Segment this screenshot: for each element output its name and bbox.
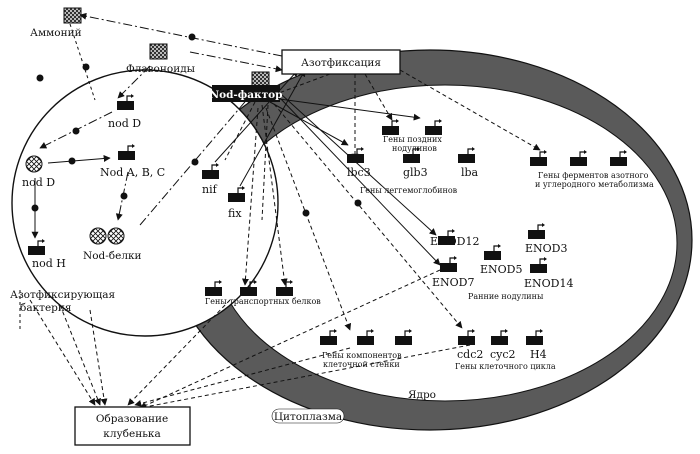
arrow-flavonoid-nodD (117, 65, 151, 99)
cdc2-label: cdc2 (457, 348, 483, 361)
lba-label: lba (461, 166, 479, 179)
enod12-label: ENOD12 (430, 235, 480, 248)
nod-protein-icon-1 (89, 227, 107, 245)
enod7-label: ENOD7 (432, 276, 475, 289)
nodH-gene-label: nod H (32, 257, 66, 270)
nif-gene-label: nif (202, 183, 218, 196)
nodABC-gene-label: Nod A, B, C (100, 166, 165, 179)
late-nodulins-label-1: Гены поздних (383, 135, 442, 144)
nod-factor-box: Nod-фактор (209, 85, 283, 102)
glb3-label: glb3 (403, 166, 428, 179)
cytoplasm-label: Цитоплазма (274, 411, 342, 423)
nitrogen-fixation-label: Азотфиксация (301, 57, 381, 69)
nodule-formation-box: Образование клубенька (74, 406, 191, 446)
cyc2-label: cyc2 (490, 348, 516, 361)
h4-label: H4 (530, 348, 547, 361)
cytoplasm-tag: Цитоплазма (271, 408, 345, 424)
transport-label: Гены транспортных белков (205, 297, 321, 306)
flavonoids-label: Флавоноиды (126, 63, 195, 75)
nod-proteins-label: Nod-белки (83, 250, 142, 262)
enod5-label: ENOD5 (480, 263, 523, 276)
flavonoid-molecule: Флавоноиды (126, 43, 195, 75)
ammonium-link (69, 23, 96, 101)
nodule-formation-label-2: клубенька (103, 428, 160, 440)
nodD-gene-label: nod D (108, 117, 141, 130)
enod14-label: ENOD14 (524, 277, 574, 290)
enzymes-label-2: и углеродного метаболизма (535, 180, 654, 189)
bacterium-label-1: Азотфиксирующая (10, 289, 116, 301)
ammonium-molecule: Аммоний (30, 7, 82, 39)
leghemoglobins-label: Гены леггемоглобинов (360, 186, 458, 195)
enzymes-label-1: Гены ферментов азотного (538, 171, 649, 180)
nucleus-label: Ядро (408, 389, 436, 401)
cellwall-label-1: Гены компонентов (322, 351, 402, 360)
nodD-protein-label: nod D (22, 176, 55, 189)
nitrogen-fixation-box: Азотфиксация (281, 49, 401, 75)
nod-protein-icon-2 (107, 227, 125, 245)
fix-gene-label: fix (228, 207, 242, 220)
bacterium-cell (11, 69, 279, 337)
nod-factor-molecule (251, 71, 270, 88)
cell-cycle-label: Гены клеточного цикла (455, 362, 556, 371)
nodD-protein-icon (25, 155, 43, 173)
nodule-formation-label-1: Образование (96, 413, 168, 425)
lbc3-label: lbc3 (347, 166, 371, 179)
ammonium-label: Аммоний (30, 27, 82, 39)
cellwall-label-2: клеточной стенки (323, 360, 400, 369)
nod-factor-label: Nod-фактор (209, 89, 282, 101)
bacterium-label-2: бактерия (20, 302, 72, 314)
arrow-to-ammonium (79, 12, 283, 57)
regulatory-arrows (19, 12, 541, 411)
early-nodulins-label: Ранние нодулины (468, 292, 544, 301)
enod3-label: ENOD3 (525, 242, 568, 255)
